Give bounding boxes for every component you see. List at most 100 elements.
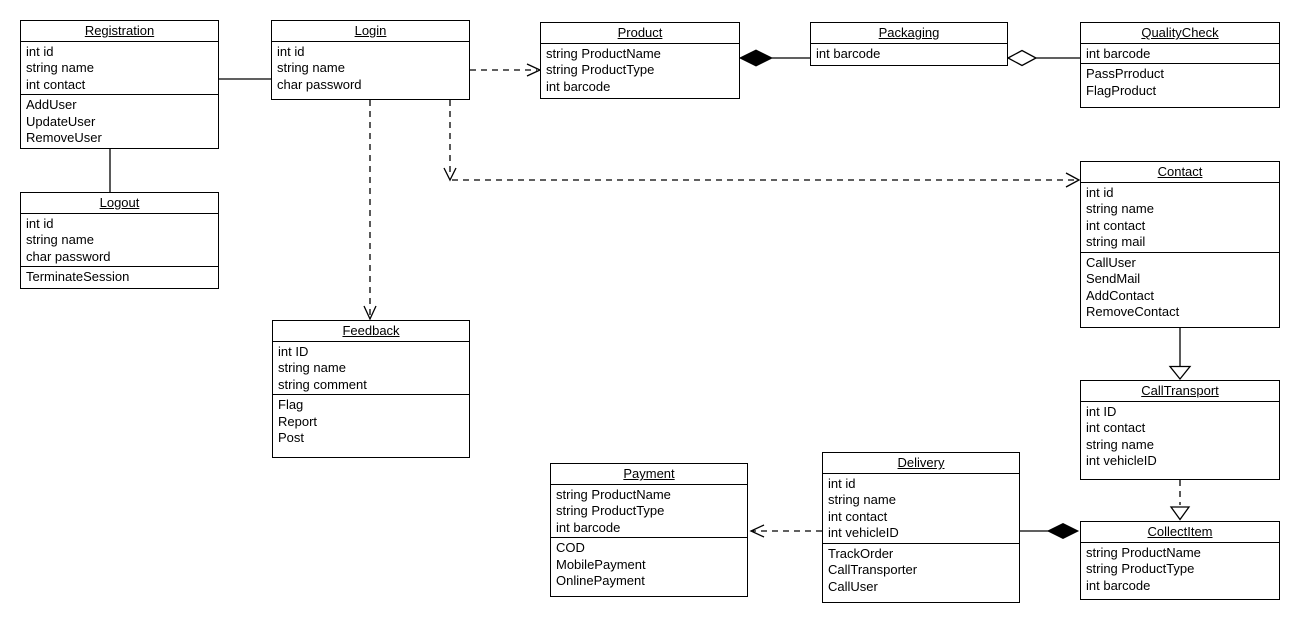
- class-delivery[interactable]: Delivery int id string name int contact …: [822, 452, 1020, 603]
- attribute: string name: [26, 232, 94, 247]
- class-logout[interactable]: Logout int id string name char password …: [20, 192, 219, 289]
- attribute: int id: [277, 43, 305, 59]
- attribute: int ID: [278, 343, 309, 359]
- open-arrowhead-icon: [1065, 172, 1081, 188]
- attribute: string ProductName: [546, 45, 661, 61]
- class-collectitem[interactable]: CollectItem string ProductName string Pr…: [1080, 521, 1280, 600]
- connector-delivery-payment: [749, 524, 822, 538]
- attribute: string ProductType: [1086, 561, 1195, 576]
- attribute: string ProductName: [556, 486, 671, 502]
- methods-compartment: Flag Report Post: [273, 394, 469, 457]
- attribute: string name: [1086, 201, 1154, 216]
- attributes-compartment: string ProductName string ProductType in…: [541, 44, 739, 99]
- open-arrowhead-icon: [749, 524, 765, 538]
- method: AddContact: [1086, 287, 1154, 303]
- class-title: Logout: [21, 193, 218, 214]
- attributes-compartment: int barcode: [1081, 44, 1279, 64]
- class-login[interactable]: Login int id string name char password: [271, 20, 470, 100]
- filled-diamond-icon: [1046, 522, 1080, 540]
- attributes-compartment: int id string name int contact string ma…: [1081, 183, 1279, 252]
- connector-delivery-collectitem: [1020, 522, 1080, 540]
- filled-diamond-icon: [738, 49, 774, 67]
- attribute: char password: [277, 76, 362, 92]
- methods-compartment: AddUser UpdateUser RemoveUser: [21, 94, 218, 148]
- open-arrowhead-icon: [363, 305, 377, 321]
- attribute: string name: [828, 492, 896, 507]
- class-payment[interactable]: Payment string ProductName string Produc…: [550, 463, 748, 597]
- attribute: int contact: [26, 76, 86, 92]
- connector-product-packaging: [738, 49, 810, 67]
- attribute: int ID: [1086, 403, 1117, 419]
- attribute: string ProductType: [556, 503, 665, 518]
- attribute: char password: [26, 248, 111, 264]
- open-diamond-icon: [1006, 49, 1038, 67]
- connector-login-feedback: [363, 100, 377, 321]
- method: TerminateSession: [26, 269, 130, 284]
- class-registration[interactable]: Registration int id string name int cont…: [20, 20, 219, 149]
- attribute: int contact: [1086, 217, 1146, 233]
- connector-calltransport-collectitem: [1169, 480, 1191, 521]
- attribute: int contact: [1086, 420, 1146, 435]
- class-title: CallTransport: [1081, 381, 1279, 402]
- class-qualitycheck[interactable]: QualityCheck int barcode PassPrroduct Fl…: [1080, 22, 1280, 108]
- attributes-compartment: int id string name int contact: [21, 42, 218, 95]
- methods-compartment: CallUser SendMail AddContact RemoveConta…: [1081, 251, 1279, 328]
- class-title: QualityCheck: [1081, 23, 1279, 44]
- attribute: string name: [278, 360, 346, 375]
- attribute: int id: [26, 43, 54, 59]
- class-calltransport[interactable]: CallTransport int ID int contact string …: [1080, 380, 1280, 480]
- method: COD: [556, 540, 585, 555]
- open-triangle-icon: [1168, 365, 1192, 381]
- class-title: Contact: [1081, 162, 1279, 183]
- connector-contact-calltransport: [1168, 328, 1192, 381]
- attribute: string name: [26, 60, 94, 75]
- method: RemoveContact: [1086, 304, 1180, 319]
- method: SendMail: [1086, 271, 1141, 286]
- method: Report: [278, 413, 318, 429]
- connector-packaging-qualitycheck: [1006, 49, 1080, 67]
- attributes-compartment: int id string name int contact int vehic…: [823, 474, 1019, 543]
- class-title: Registration: [21, 21, 218, 42]
- class-title: Payment: [551, 464, 747, 485]
- method: Post: [278, 430, 305, 445]
- connector-login-product: [470, 63, 542, 77]
- method: CallTransporter: [828, 562, 918, 577]
- attributes-compartment: string ProductName string ProductType in…: [551, 485, 747, 538]
- methods-compartment: COD MobilePayment OnlinePayment: [551, 537, 747, 596]
- methods-compartment: TrackOrder CallTransporter CallUser: [823, 542, 1019, 603]
- class-title: Packaging: [811, 23, 1007, 44]
- open-arrowhead-icon: [443, 167, 457, 182]
- method: AddUser: [26, 97, 77, 112]
- class-title: Login: [272, 21, 469, 42]
- attribute: int vehicleID: [1086, 453, 1157, 468]
- attributes-compartment: string ProductName string ProductType in…: [1081, 543, 1279, 600]
- attribute: string name: [277, 60, 345, 75]
- method: TrackOrder: [828, 545, 894, 561]
- class-product[interactable]: Product string ProductName string Produc…: [540, 22, 740, 99]
- method: UpdateUser: [26, 113, 96, 129]
- class-title: Product: [541, 23, 739, 44]
- class-packaging[interactable]: Packaging int barcode: [810, 22, 1008, 66]
- method: CallUser: [1086, 254, 1136, 270]
- attribute: string ProductType: [546, 62, 655, 77]
- methods-compartment: TerminateSession: [21, 266, 218, 288]
- open-triangle-icon: [1169, 506, 1191, 521]
- class-feedback[interactable]: Feedback int ID string name string comme…: [272, 320, 470, 458]
- attribute: int barcode: [556, 519, 621, 535]
- attribute: int contact: [828, 508, 888, 524]
- attribute: int id: [1086, 184, 1114, 200]
- class-contact[interactable]: Contact int id string name int contact s…: [1080, 161, 1280, 328]
- methods-compartment: PassPrroduct FlagProduct: [1081, 63, 1279, 107]
- attributes-compartment: int ID int contact string name int vehic…: [1081, 402, 1279, 480]
- attribute: int barcode: [1086, 45, 1151, 61]
- attributes-compartment: int ID string name string comment: [273, 342, 469, 395]
- class-title: Feedback: [273, 321, 469, 342]
- attributes-compartment: int id string name char password: [272, 42, 469, 100]
- attribute: int vehicleID: [828, 525, 899, 540]
- attributes-compartment: int barcode: [811, 44, 1007, 66]
- attribute: int id: [26, 215, 54, 231]
- connector-login-contact: [443, 100, 1081, 188]
- attribute: int id: [828, 475, 856, 491]
